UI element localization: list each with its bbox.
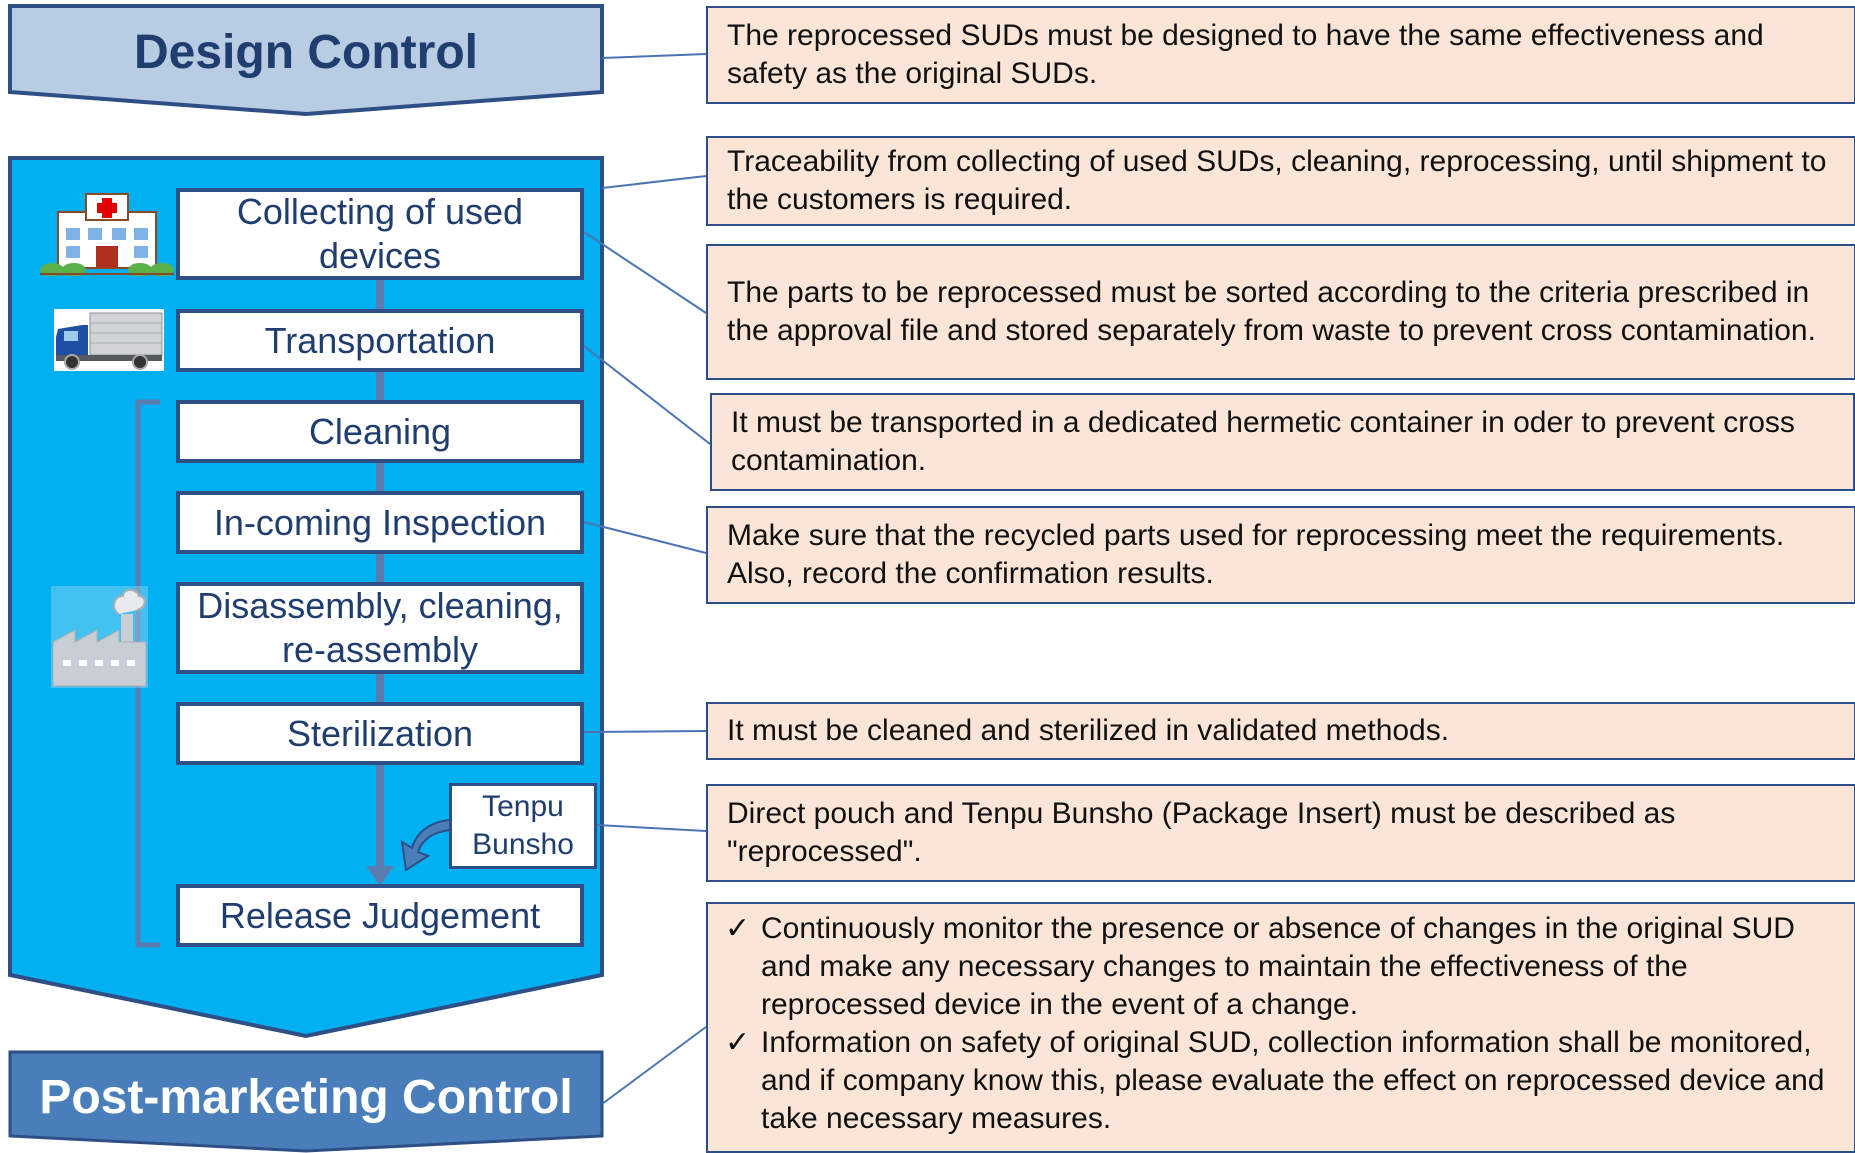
truck-icon bbox=[54, 309, 164, 371]
note-text: The parts to be reprocessed must be sort… bbox=[727, 276, 1816, 347]
tenpu-bunsho-box: Tenpu Bunsho bbox=[449, 783, 597, 869]
post-marketing-shape bbox=[8, 1050, 604, 1153]
note-inspection: Make sure that the recycled parts used f… bbox=[706, 506, 1855, 604]
note-transport: It must be transported in a dedicated he… bbox=[710, 393, 1855, 491]
step-release-judgement: Release Judgement bbox=[176, 884, 584, 947]
step-incoming-inspection: In-coming Inspection bbox=[176, 491, 584, 554]
checklist-item: ✓ Information on safety of original SUD,… bbox=[725, 1024, 1834, 1138]
note-design: The reprocessed SUDs must be designed to… bbox=[706, 6, 1855, 104]
note-text: It must be cleaned and sterilized in val… bbox=[727, 714, 1450, 747]
checkmark-icon: ✓ bbox=[725, 912, 751, 945]
step-label: Collecting of used devices bbox=[236, 191, 524, 276]
factory-icon bbox=[51, 586, 148, 688]
note-text: Direct pouch and Tenpu Bunsho (Package I… bbox=[727, 797, 1676, 868]
step-label: Cleaning bbox=[308, 410, 452, 452]
checkmark-icon: ✓ bbox=[725, 1026, 751, 1059]
step-sterilization: Sterilization bbox=[176, 702, 584, 765]
step-transportation: Transportation bbox=[176, 309, 584, 372]
checklist-item: ✓ Continuously monitor the presence or a… bbox=[725, 910, 1834, 1024]
step-cleaning: Cleaning bbox=[176, 400, 584, 463]
note-text: Traceability from collecting of used SUD… bbox=[727, 145, 1827, 216]
note-text: The reprocessed SUDs must be designed to… bbox=[727, 19, 1764, 90]
note-text: It must be transported in a dedicated he… bbox=[731, 406, 1795, 477]
hospital-icon bbox=[40, 193, 174, 276]
step-label: Sterilization bbox=[286, 712, 474, 754]
tenpu-bunsho-label: Tenpu Bunsho bbox=[472, 790, 574, 861]
note-labeling: Direct pouch and Tenpu Bunsho (Package I… bbox=[706, 784, 1855, 882]
checklist-text: Continuously monitor the presence or abs… bbox=[761, 912, 1795, 1021]
note-post-marketing: ✓ Continuously monitor the presence or a… bbox=[706, 902, 1855, 1153]
flow-arrowhead bbox=[366, 866, 394, 886]
step-label: Release Judgement bbox=[219, 894, 541, 936]
step-collecting: Collecting of used devices bbox=[176, 188, 584, 280]
step-label: Disassembly, cleaning, re-assembly bbox=[197, 585, 563, 670]
design-control-shape bbox=[8, 4, 604, 117]
curved-arrow-icon bbox=[400, 818, 451, 872]
checklist-text: Information on safety of original SUD, c… bbox=[761, 1026, 1825, 1135]
note-text: Make sure that the recycled parts used f… bbox=[727, 519, 1785, 590]
step-label: In-coming Inspection bbox=[213, 501, 547, 543]
step-label: Transportation bbox=[264, 319, 496, 361]
note-sterilization: It must be cleaned and sterilized in val… bbox=[706, 702, 1855, 760]
step-disassembly: Disassembly, cleaning, re-assembly bbox=[176, 582, 584, 674]
post-marketing-label: Post-marketing Control bbox=[39, 1070, 573, 1124]
note-traceability: Traceability from collecting of used SUD… bbox=[706, 136, 1855, 226]
note-sorting: The parts to be reprocessed must be sort… bbox=[706, 244, 1855, 380]
design-control-label: Design Control bbox=[134, 25, 478, 79]
connector-lines bbox=[583, 53, 711, 1105]
